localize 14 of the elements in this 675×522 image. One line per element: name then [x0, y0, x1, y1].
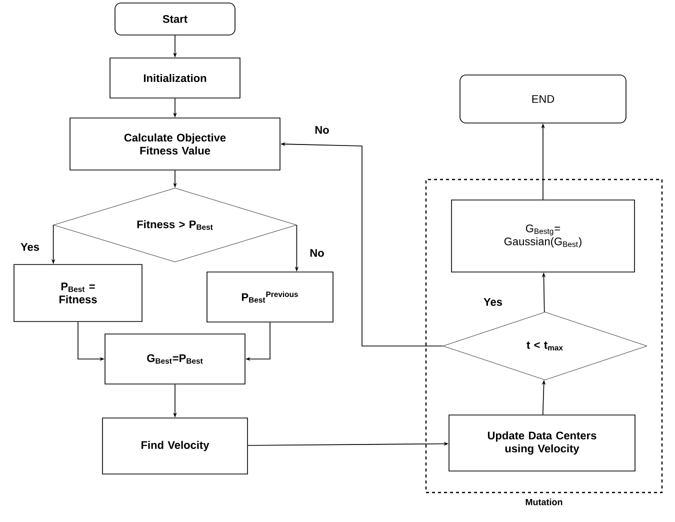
- node-label: Mutation: [526, 498, 562, 506]
- terminal-box: END: [460, 74, 626, 124]
- process-box: P$_{Best}$ = Fitness: [14, 264, 142, 322]
- edge-label: Yes: [20, 242, 40, 252]
- edge-label: No: [308, 248, 326, 258]
- edge-label: No: [314, 125, 330, 135]
- process-box: Find Velocity: [102, 418, 248, 474]
- process-box: Initialization: [110, 58, 240, 98]
- process-box: G$_{Bestg}$= Gaussian(G$_{Best}$): [451, 200, 635, 272]
- edge-label: Yes: [482, 297, 504, 307]
- process-box: G$_{Best}$=P$_{Best}$: [104, 334, 246, 384]
- process-box: Update Data Centers using Velocity: [448, 414, 636, 472]
- terminal-box: Start: [114, 2, 236, 36]
- process-box: Calculate Objective Fitness Value: [70, 118, 280, 170]
